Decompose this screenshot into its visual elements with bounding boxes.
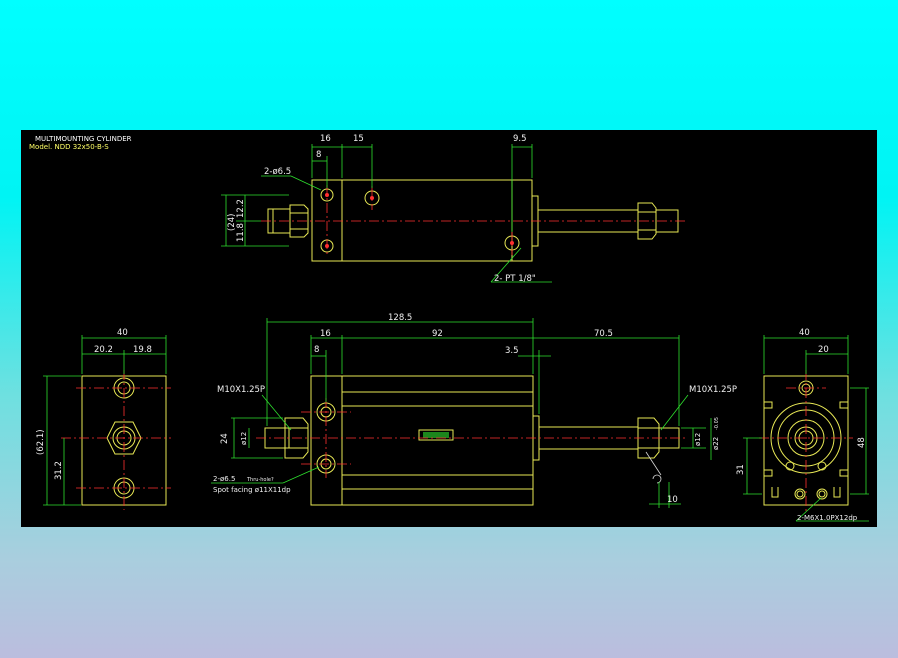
right-end-half: 20 bbox=[818, 345, 829, 355]
front-overall-length: 128.5 bbox=[388, 313, 412, 323]
front-right-nut bbox=[637, 417, 660, 459]
front-dim-10: 10 bbox=[667, 495, 678, 505]
top-view-body bbox=[311, 179, 533, 262]
right-end-view: 40 20 48 31 2-M6X1.0PX12dp bbox=[736, 328, 869, 522]
front-dim-dia12-left: ø12 bbox=[240, 432, 248, 445]
front-dim-dia12-right: ø12 bbox=[694, 433, 702, 446]
top-dim-15: 15 bbox=[353, 134, 364, 144]
front-dim-3-5: 3.5 bbox=[505, 346, 519, 356]
front-spot-facing: Spot facing ø11X11dp bbox=[213, 486, 291, 494]
front-view: 128.5 16 92 70.5 8 3.5 M10X1.25P M10X1.2… bbox=[211, 313, 737, 508]
drawing-title: MULTIMOUNTING CYLINDER bbox=[35, 135, 132, 143]
left-end-half-left: 20.2 bbox=[94, 345, 113, 355]
front-thread-right: M10X1.25P bbox=[689, 385, 737, 395]
top-dim-9-5: 9.5 bbox=[513, 134, 527, 144]
cad-drawing: MULTIMOUNTING CYLINDER Model. NDD 32x50-… bbox=[29, 134, 869, 522]
front-dim-tolerance: -0.05 bbox=[714, 417, 720, 430]
front-hole-callout: 2-ø6.5 bbox=[213, 475, 235, 483]
top-dim-24: (24) bbox=[227, 214, 237, 231]
top-dim-11-8: 11.8 bbox=[236, 223, 246, 242]
front-hole-callout-suffix: Thru-hole? bbox=[246, 477, 274, 483]
front-dim-16: 16 bbox=[320, 329, 331, 339]
front-left-nut bbox=[284, 417, 309, 459]
model-number: Model. NDD 32x50-B-S bbox=[29, 143, 109, 151]
right-end-side: 31 bbox=[736, 464, 746, 475]
front-dim-dia22: ø22 bbox=[712, 437, 720, 450]
left-end-view: 40 20.2 19.8 (62.1) 31.2 bbox=[36, 328, 171, 510]
right-end-tap-callout: 2-M6X1.0PX12dp bbox=[797, 514, 858, 522]
front-dim-24: 24 bbox=[220, 433, 230, 444]
front-dim-92: 92 bbox=[432, 329, 443, 339]
top-left-nut bbox=[289, 204, 309, 238]
left-end-half-right: 19.8 bbox=[133, 345, 152, 355]
left-end-height: (62.1) bbox=[36, 429, 46, 455]
drawing-panel: MULTIMOUNTING CYLINDER Model. NDD 32x50-… bbox=[21, 130, 877, 527]
left-end-width: 40 bbox=[117, 328, 128, 338]
front-dim-8: 8 bbox=[314, 345, 319, 355]
top-hole-callout: 2-ø6.5 bbox=[264, 167, 291, 177]
right-end-width: 40 bbox=[799, 328, 810, 338]
front-dim-70-5: 70.5 bbox=[594, 329, 613, 339]
top-dim-16: 16 bbox=[320, 134, 331, 144]
top-right-nut bbox=[637, 202, 657, 240]
top-dim-12-2: 12.2 bbox=[236, 199, 246, 218]
top-dim-8: 8 bbox=[316, 150, 321, 160]
right-end-height: 48 bbox=[857, 437, 867, 448]
top-view: 16 15 9.5 8 (24) 11.8 12.2 2-ø6.5 2- PT … bbox=[221, 134, 686, 284]
front-thread-left: M10X1.25P bbox=[217, 385, 265, 395]
top-port-callout: 2- PT 1/8" bbox=[494, 274, 536, 284]
left-end-center-height: 31.2 bbox=[54, 461, 64, 480]
